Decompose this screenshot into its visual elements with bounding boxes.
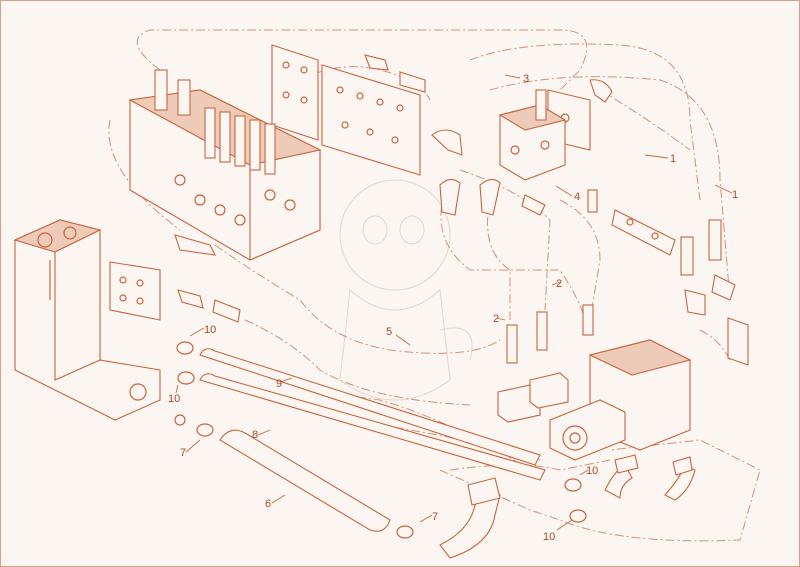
callout-10a: 10 <box>204 324 216 336</box>
hydraulic-tank <box>13 219 161 421</box>
adapter-blocks <box>497 372 569 423</box>
return-hose-b <box>199 348 541 466</box>
elbow-fittings <box>177 54 736 323</box>
suction-hose <box>219 429 391 532</box>
watermark-mascot <box>339 179 473 401</box>
callout-10d: 10 <box>543 531 555 543</box>
gasket-plates <box>109 44 591 321</box>
callout-labels: 1 1 2 2 3 4 5 6 7 7 8 9 10 10 10 10 <box>168 73 738 543</box>
callout-7b: 7 <box>432 511 438 523</box>
callout-3: 3 <box>523 73 529 85</box>
callout-2b: 2 <box>493 313 499 325</box>
callout-4: 4 <box>574 191 580 203</box>
return-hose-a <box>199 373 546 481</box>
control-valve-block <box>128 69 322 261</box>
callout-1b: 1 <box>732 189 738 201</box>
callout-8: 8 <box>252 429 258 441</box>
callout-10c: 10 <box>586 465 598 477</box>
callout-10b: 10 <box>168 393 180 405</box>
callout-leaders <box>175 74 733 531</box>
callout-9: 9 <box>276 378 282 390</box>
callout-7a: 7 <box>180 447 186 459</box>
callout-2a: 2 <box>556 278 562 290</box>
pump-outlet-elbows <box>604 454 696 501</box>
manifold-tube <box>611 209 676 256</box>
priority-valve <box>498 89 567 181</box>
callout-6: 6 <box>265 498 271 510</box>
hose-clamps <box>174 341 587 539</box>
suction-elbow <box>439 477 501 559</box>
hose-routing-lines <box>108 29 761 542</box>
callout-5: 5 <box>386 326 392 338</box>
callout-1a: 1 <box>670 153 676 165</box>
pump-motor-assembly <box>549 339 692 461</box>
straight-fittings <box>506 189 749 366</box>
